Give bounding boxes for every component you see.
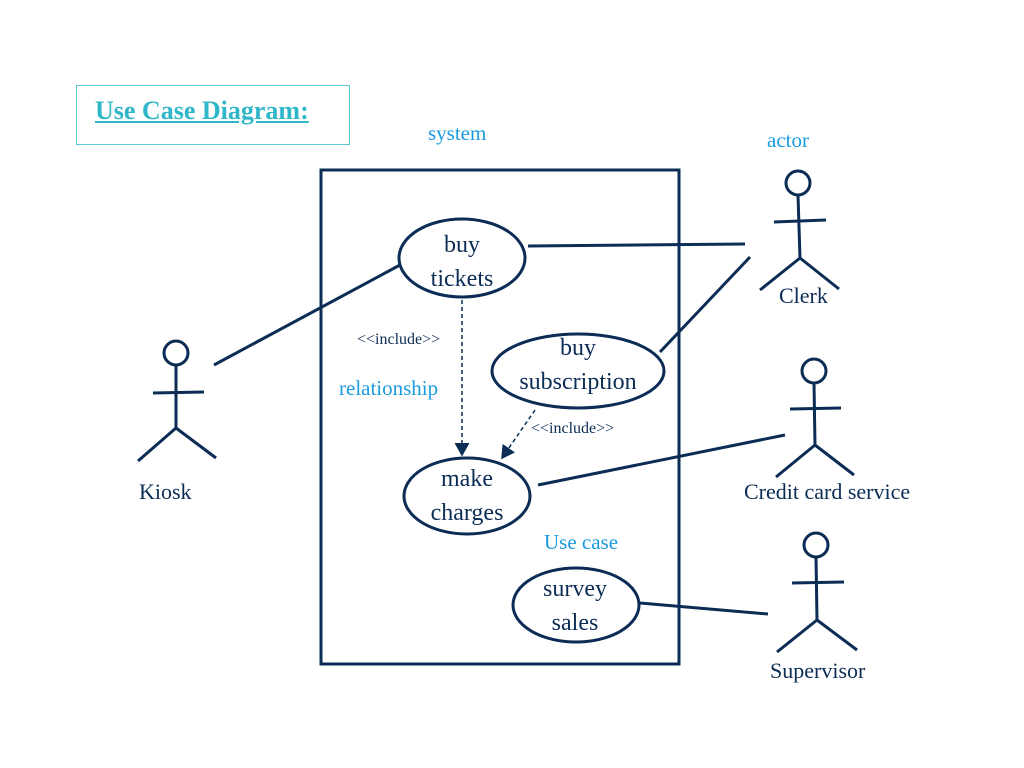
- use-case-buy-subscription[interactable]: [490, 332, 666, 410]
- use-case-buy-tickets-label: buy tickets: [430, 232, 494, 292]
- actor-label-supervisor: Supervisor: [770, 658, 866, 683]
- actor-label-kiosk: Kiosk: [139, 479, 192, 504]
- include-label-1: <<include>>: [357, 331, 441, 348]
- association-clerk-buy-subscription: [658, 255, 752, 354]
- association-credit-card-make-charges: [537, 433, 786, 487]
- use-case-buy-tickets[interactable]: [397, 217, 527, 299]
- annotation-use-case: Use case: [544, 530, 619, 554]
- actor-label-clerk: Clerk: [779, 283, 828, 308]
- annotation-relationship: relationship: [339, 376, 439, 400]
- include-arrow-buy-subscription: [501, 409, 536, 460]
- include-label-2: <<include>>: [531, 420, 615, 437]
- association-supervisor-survey-sales: [639, 601, 769, 616]
- use-case-survey-sales[interactable]: [511, 566, 641, 644]
- system-boundary: [319, 168, 681, 666]
- actor-label-credit-card-service: Credit card service: [744, 479, 911, 504]
- actor-supervisor-figure[interactable]: [776, 531, 858, 654]
- title-box: Use Case Diagram:: [76, 85, 350, 145]
- actor-kiosk-figure[interactable]: [137, 339, 217, 463]
- annotation-system: system: [428, 121, 487, 145]
- annotation-actor: actor: [767, 128, 809, 152]
- use-case-make-charges[interactable]: [402, 456, 532, 536]
- use-case-buy-subscription-label: buy subscription: [519, 335, 637, 395]
- actor-credit-card-service-figure[interactable]: [775, 357, 855, 479]
- use-case-make-charges-label: make charges: [430, 466, 504, 526]
- page-title: Use Case Diagram:: [95, 96, 309, 125]
- actor-clerk-figure[interactable]: [759, 169, 840, 292]
- association-clerk-buy-tickets: [527, 242, 746, 248]
- use-case-survey-sales-label: survey sales: [543, 576, 607, 636]
- association-kiosk-buy-tickets: [213, 263, 401, 367]
